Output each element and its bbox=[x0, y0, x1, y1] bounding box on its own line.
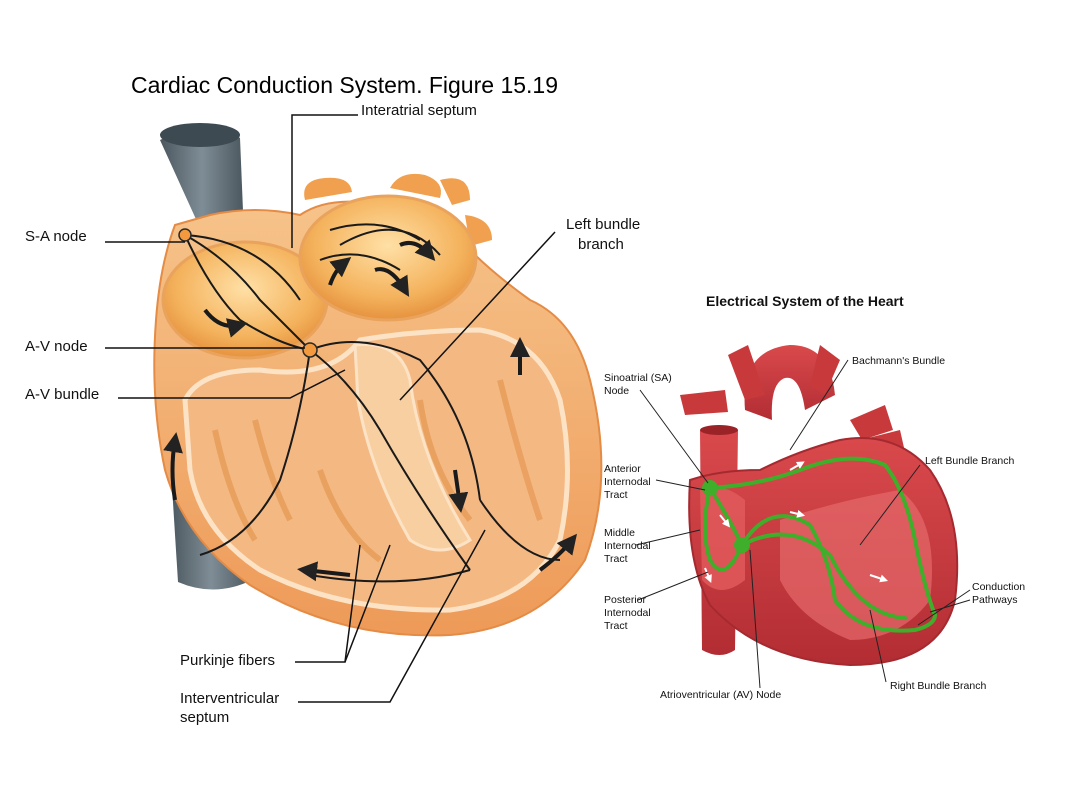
label-left-bundle-branch-right: Left Bundle Branch bbox=[925, 455, 1015, 467]
label-av-bundle: A-V bundle bbox=[25, 386, 100, 403]
label-posterior-2: Internodal bbox=[604, 607, 651, 619]
great-vessels-top bbox=[304, 173, 492, 246]
label-anterior-3: Tract bbox=[604, 489, 628, 501]
sa-node-green bbox=[702, 480, 718, 496]
av-node-green bbox=[734, 537, 750, 553]
label-left-bundle-branch-1: Left bundle bbox=[566, 216, 641, 233]
label-av-node: A-V node bbox=[25, 338, 88, 355]
label-middle-1: Middle bbox=[604, 527, 635, 539]
label-anterior-2: Internodal bbox=[604, 476, 651, 488]
label-middle-3: Tract bbox=[604, 553, 628, 565]
label-posterior-3: Tract bbox=[604, 620, 628, 632]
av-node-dot bbox=[302, 342, 318, 358]
sa-node-dot bbox=[178, 228, 192, 242]
label-sinoatrial-node-1: Sinoatrial (SA) bbox=[604, 372, 672, 384]
right-figure-title: Electrical System of the Heart bbox=[706, 293, 904, 309]
label-av-node-right: Atrioventricular (AV) Node bbox=[660, 689, 782, 701]
label-bachmanns-bundle: Bachmann's Bundle bbox=[852, 355, 946, 367]
white-arrows bbox=[704, 461, 889, 583]
label-anterior-1: Anterior bbox=[604, 463, 641, 475]
right-leader-lines bbox=[635, 359, 971, 689]
label-interventricular-septum-2: septum bbox=[180, 709, 230, 726]
right-heart bbox=[680, 345, 959, 667]
label-purkinje-fibers: Purkinje fibers bbox=[180, 652, 276, 669]
label-interventricular-septum-1: Interventricular bbox=[180, 690, 280, 707]
green-conduction-paths bbox=[703, 456, 937, 633]
interventricular-septum-shape bbox=[353, 342, 473, 552]
label-middle-2: Internodal bbox=[604, 540, 651, 552]
label-left-bundle-branch-2: branch bbox=[578, 236, 624, 253]
label-right-bundle-branch: Right Bundle Branch bbox=[890, 680, 987, 692]
left-leader-lines bbox=[105, 114, 556, 703]
label-interatrial-septum: Interatrial septum bbox=[361, 102, 477, 119]
conduction-arrows bbox=[163, 239, 577, 582]
label-conduction-1: Conduction bbox=[972, 581, 1026, 593]
label-posterior-1: Posterior bbox=[604, 594, 647, 606]
label-conduction-2: Pathways bbox=[972, 594, 1018, 606]
conduction-fibers bbox=[184, 223, 561, 583]
label-sinoatrial-node-2: Node bbox=[604, 385, 630, 397]
figure-title: Cardiac Conduction System. Figure 15.19 bbox=[131, 72, 558, 98]
label-sa-node: S-A node bbox=[25, 228, 87, 245]
